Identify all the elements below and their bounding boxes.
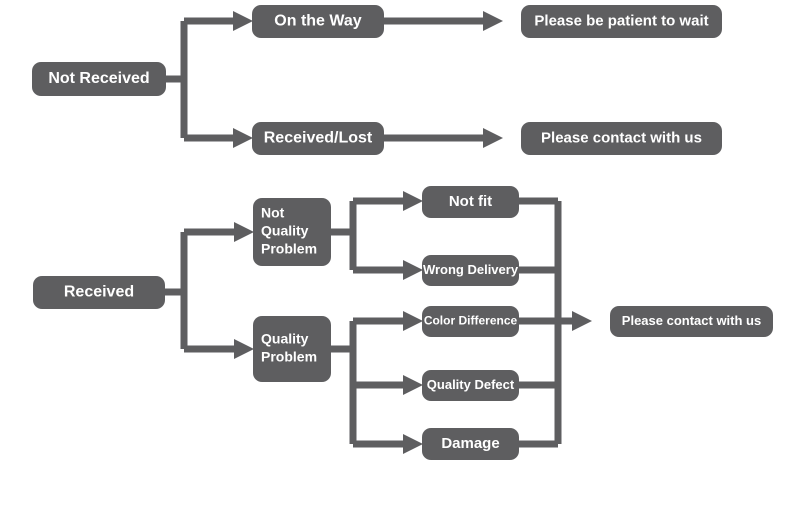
node-box-contact-top[interactable] [521, 122, 722, 155]
node-label-not-quality: Not [261, 205, 285, 221]
node-label-contact-bottom: Please contact with us [622, 313, 761, 328]
node-please-wait[interactable]: Please be patient to wait [521, 5, 722, 38]
node-box-not-received[interactable] [32, 62, 166, 96]
node-box-on-the-way[interactable] [252, 5, 384, 38]
arrowhead-to-on-the-way [233, 11, 253, 31]
node-label-not-fit: Not fit [449, 193, 492, 210]
node-on-the-way[interactable]: On the Way [252, 5, 384, 38]
node-label-wrong-delivery: Wrong Delivery [423, 262, 519, 277]
node-box-damage[interactable] [422, 428, 519, 460]
node-box-quality-defect[interactable] [422, 370, 519, 401]
node-label-not-quality: Problem [261, 241, 317, 257]
node-label-contact-top: Please contact with us [541, 129, 702, 146]
arrowhead-to-not-quality [234, 222, 254, 242]
arrowhead-merge-to-contact [572, 311, 592, 331]
node-box-received-lost[interactable] [252, 122, 384, 155]
node-label-quality-defect: Quality Defect [427, 377, 515, 392]
node-wrong-delivery[interactable]: Wrong Delivery [422, 255, 519, 286]
node-label-not-quality: Quality [261, 223, 309, 239]
node-box-not-fit[interactable] [422, 186, 519, 218]
node-box-wrong-delivery[interactable] [422, 255, 519, 286]
node-box-color-difference[interactable] [422, 306, 519, 337]
arrowhead-to-color-difference [403, 311, 423, 331]
node-label-please-wait: Please be patient to wait [534, 12, 708, 29]
node-not-received[interactable]: Not Received [32, 62, 166, 96]
arrowhead-to-wrong-delivery [403, 260, 423, 280]
node-not-fit[interactable]: Not fit [422, 186, 519, 218]
node-label-received: Received [64, 284, 134, 301]
node-box-received[interactable] [33, 276, 165, 309]
node-received[interactable]: Received [33, 276, 165, 309]
node-label-not-received: Not Received [48, 70, 149, 87]
arrowhead-to-not-fit [403, 191, 423, 211]
node-label-quality: Problem [261, 349, 317, 365]
node-received-lost[interactable]: Received/Lost [252, 122, 384, 155]
node-label-on-the-way: On the Way [274, 13, 362, 30]
node-color-difference[interactable]: Color Difference [422, 306, 519, 337]
arrowhead-to-quality [234, 339, 254, 359]
connector-layer [165, 11, 592, 454]
arrowhead-to-quality-defect [403, 375, 423, 395]
arrowhead-received-lost-to-contact [483, 128, 503, 148]
arrowhead-to-received-lost [233, 128, 253, 148]
node-label-quality: Quality [261, 331, 309, 347]
node-label-damage: Damage [441, 435, 499, 452]
arrowhead-on-the-way-to-wait [483, 11, 503, 31]
node-label-color-difference: Color Difference [424, 314, 518, 328]
node-quality-defect[interactable]: Quality Defect [422, 370, 519, 401]
arrowhead-to-damage [403, 434, 423, 454]
node-box-not-quality[interactable] [253, 198, 331, 266]
node-label-received-lost: Received/Lost [264, 130, 373, 147]
node-contact-bottom[interactable]: Please contact with us [610, 306, 773, 337]
node-contact-top[interactable]: Please contact with us [521, 122, 722, 155]
node-damage[interactable]: Damage [422, 428, 519, 460]
node-box-quality[interactable] [253, 316, 331, 382]
node-box-contact-bottom[interactable] [610, 306, 773, 337]
node-layer: Not Received On the Way Please be patient … [32, 5, 773, 460]
node-box-please-wait[interactable] [521, 5, 722, 38]
